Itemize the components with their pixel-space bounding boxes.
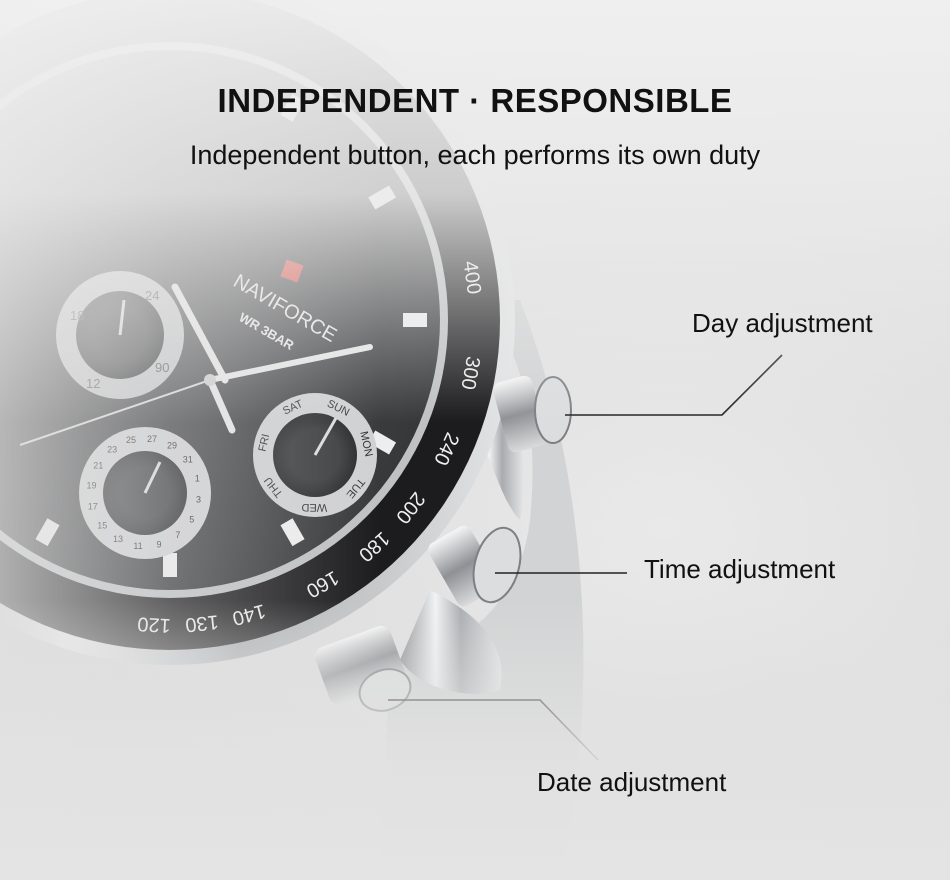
date-number: 17 xyxy=(88,501,98,511)
day-name: WED xyxy=(301,501,327,513)
page-subtitle: Independent button, each performs its ow… xyxy=(189,140,761,170)
hour-subdial-number: 24 xyxy=(145,288,159,303)
bezel-number: 120 xyxy=(137,612,171,636)
date-number: 13 xyxy=(113,534,123,544)
date-number: 15 xyxy=(97,520,107,530)
date-number: 21 xyxy=(93,460,103,470)
hour-subdial-number: 90 xyxy=(155,360,169,375)
bezel-number: 400 xyxy=(458,260,484,296)
hour-subdial: 24 90 12 18 xyxy=(56,271,184,399)
hour-subdial-number: 12 xyxy=(86,376,100,391)
date-number: 29 xyxy=(167,441,177,451)
day-adjustment-label: Day adjustment xyxy=(692,308,873,338)
date-number: 3 xyxy=(196,494,201,504)
time-adjustment-label: Time adjustment xyxy=(644,554,836,584)
date-number: 23 xyxy=(107,445,117,455)
day-leader-line xyxy=(565,354,783,416)
date-number: 7 xyxy=(175,530,180,540)
date-number: 19 xyxy=(86,480,96,490)
date-number: 27 xyxy=(147,434,157,444)
bezel-number: 130 xyxy=(184,610,219,635)
hour-marker xyxy=(163,553,177,577)
date-number: 25 xyxy=(126,435,136,445)
date-number: 31 xyxy=(183,454,193,464)
date-adjustment-crown xyxy=(314,625,412,712)
date-number: 11 xyxy=(133,541,142,551)
hour-subdial-number: 18 xyxy=(70,308,84,323)
date-number: 1 xyxy=(195,473,200,483)
hour-marker xyxy=(403,313,427,327)
date-number: 5 xyxy=(189,514,194,524)
page-title: INDEPENDENT · RESPONSIBLE xyxy=(217,82,733,119)
date-number: 9 xyxy=(156,540,161,550)
date-adjustment-label: Date adjustment xyxy=(537,767,727,797)
